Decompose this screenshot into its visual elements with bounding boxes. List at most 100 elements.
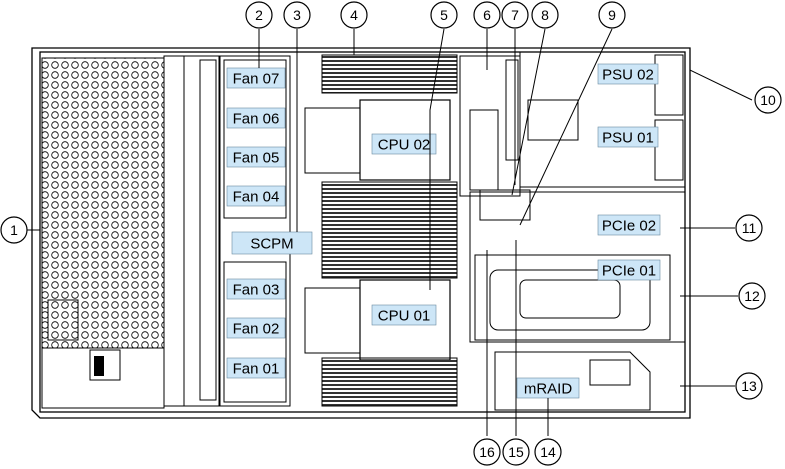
- drive-cage: [163, 55, 220, 407]
- callout-number-2: 2: [255, 7, 263, 23]
- callout-circle-6: [473, 1, 501, 29]
- scpm-label-box: [231, 231, 313, 255]
- callout-11: 11: [735, 214, 763, 242]
- callout-2: 2: [245, 1, 273, 29]
- pcie-01-label-box: [597, 259, 661, 281]
- fan-label-5: Fan 05: [226, 146, 286, 168]
- callout-circle-1: [0, 216, 28, 244]
- fan-label-2-text: Fan 02: [233, 321, 280, 338]
- pcie-02-label: PCIe 02: [597, 214, 661, 236]
- callout-5: 5: [430, 1, 458, 29]
- callout-13: 13: [735, 372, 763, 400]
- leader-line-5: [429, 28, 445, 290]
- callout-3: 3: [283, 1, 311, 29]
- cpu-02-label-text: CPU 02: [378, 137, 431, 154]
- cpu-02-label: CPU 02: [371, 133, 437, 155]
- fan-label-4: Fan 04: [226, 185, 286, 207]
- pcie-02-label-box: [597, 214, 661, 236]
- fan-label-1-box: [226, 357, 286, 379]
- leader-line-10: [689, 69, 753, 140]
- mraid-area: [494, 351, 651, 411]
- callout-number-10: 10: [760, 92, 776, 108]
- callout-number-3: 3: [293, 7, 301, 23]
- front-vent-mesh: [41, 57, 165, 409]
- callout-circle-8: [531, 1, 559, 29]
- fan-label-7-text: Fan 07: [233, 71, 280, 88]
- callout-circle-5: [430, 1, 458, 29]
- callout-number-7: 7: [511, 7, 519, 23]
- callout-14: 14: [534, 438, 562, 466]
- fan-label-6: Fan 06: [226, 107, 286, 129]
- fan-label-1-text: Fan 01: [233, 361, 280, 378]
- fan-label-3-text: Fan 03: [233, 282, 280, 299]
- cpu-01-region: [304, 279, 458, 407]
- callout-number-1: 1: [10, 222, 18, 238]
- callout-4: 4: [340, 1, 368, 29]
- callout-number-11: 11: [742, 220, 757, 236]
- fan-label-5-box: [226, 146, 286, 168]
- scpm-label-text: SCPM: [250, 236, 293, 253]
- callout-number-4: 4: [350, 7, 358, 23]
- fan-label-6-box: [226, 107, 286, 129]
- cpu-01-label-box: [371, 304, 437, 326]
- callout-circle-10: [754, 86, 782, 114]
- callout-number-13: 13: [741, 378, 757, 394]
- psu-02-label-text: PSU 02: [602, 67, 654, 84]
- fan-label-1: Fan 01: [226, 357, 286, 379]
- mraid-label-text: mRAID: [524, 381, 573, 398]
- callout-10: 10: [754, 86, 782, 114]
- callout-number-5: 5: [440, 7, 448, 23]
- callout-8: 8: [531, 1, 559, 29]
- cpu-01-label-text: CPU 01: [378, 308, 431, 325]
- pcie-cage: [469, 191, 686, 343]
- callout-number-12: 12: [744, 288, 760, 304]
- psu-01-label: PSU 01: [597, 126, 659, 148]
- pcie-02-label-text: PCIe 02: [602, 218, 656, 235]
- fan-label-2-box: [226, 317, 286, 339]
- callout-number-15: 15: [508, 444, 524, 460]
- callout-circle-7: [501, 1, 529, 29]
- callout-9: 9: [598, 1, 626, 29]
- cpu-02-label-box: [371, 133, 437, 155]
- callout-circle-12: [738, 282, 766, 310]
- callout-circle-2: [245, 1, 273, 29]
- callout-circle-13: [735, 372, 763, 400]
- callout-number-14: 14: [540, 444, 556, 460]
- callout-circle-3: [283, 1, 311, 29]
- middle-dimm-bank: [321, 181, 458, 279]
- fan-tray: [219, 55, 291, 407]
- fan-label-4-box: [226, 185, 286, 207]
- callout-circle-11: [735, 214, 763, 242]
- fan-label-5-text: Fan 05: [233, 150, 280, 167]
- callout-number-9: 9: [608, 7, 616, 23]
- callout-12: 12: [738, 282, 766, 310]
- callout-7: 7: [501, 1, 529, 29]
- psu-bay: [519, 51, 686, 188]
- fan-label-6-text: Fan 06: [233, 111, 280, 128]
- cpu-01-label: CPU 01: [371, 304, 437, 326]
- callout-number-6: 6: [483, 7, 491, 23]
- callout-1: 1: [0, 216, 28, 244]
- mraid-label: mRAID: [516, 377, 580, 399]
- cpu-02-region: [304, 54, 458, 181]
- fan-label-7: Fan 07: [226, 67, 286, 89]
- callout-15: 15: [502, 438, 530, 466]
- callout-circle-14: [534, 438, 562, 466]
- fan-label-4-text: Fan 04: [233, 189, 280, 206]
- fan-label-3: Fan 03: [226, 278, 286, 300]
- component-labels: Fan 07 Fan 06 Fan 05 Fan 04 Fan 03 Fan 02 Fan …: [226, 63, 661, 399]
- callout-6: 6: [473, 1, 501, 29]
- fan-label-7-box: [226, 67, 286, 89]
- leader-lines: [27, 28, 753, 436]
- callout-circle-9: [598, 1, 626, 29]
- leader-line-9: [519, 28, 613, 226]
- psu-02-label-box: [597, 63, 659, 85]
- callout-number-8: 8: [541, 7, 549, 23]
- callout-circle-15: [502, 438, 530, 466]
- psu-01-label-box: [597, 126, 659, 148]
- callout-circle-4: [340, 1, 368, 29]
- psu-02-label: PSU 02: [597, 63, 659, 85]
